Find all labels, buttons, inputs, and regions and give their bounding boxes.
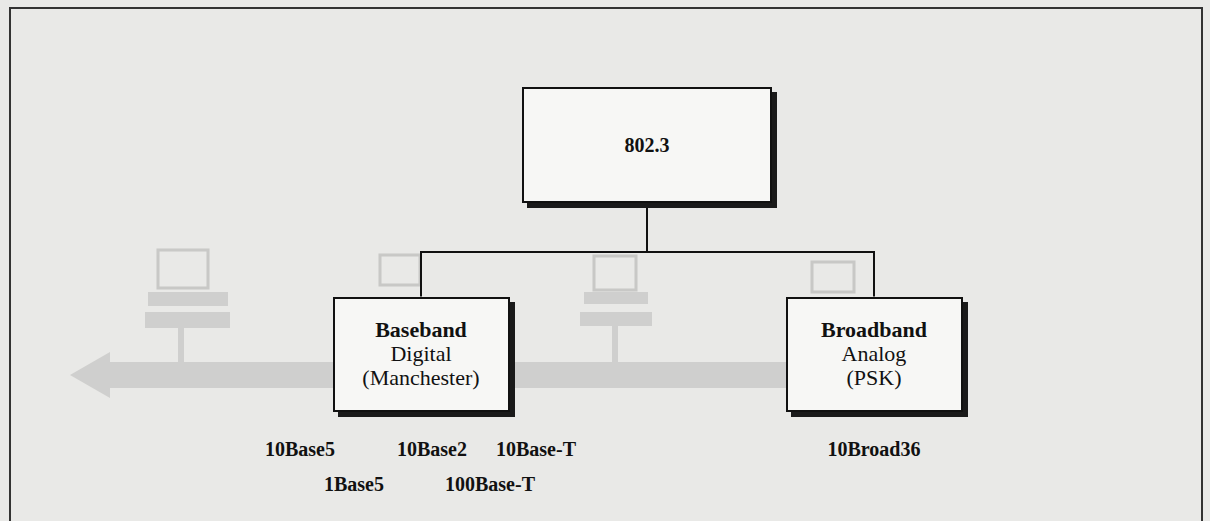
computer-icon	[145, 250, 230, 362]
page-frame	[10, 8, 1202, 521]
tree-connector	[421, 203, 647, 297]
standard-label: 1Base5	[324, 473, 384, 496]
connector-line	[647, 203, 874, 297]
category-box: BasebandDigital (Manchester)	[333, 297, 510, 412]
computer-icon	[380, 255, 420, 285]
computer-icon	[812, 262, 854, 292]
connector-line	[421, 203, 647, 297]
tree-connector	[647, 203, 874, 297]
category-box: BroadbandAnalog (PSK)	[786, 297, 963, 412]
box-heading: 802.3	[625, 134, 670, 157]
standard-label: 10Base5	[265, 438, 335, 461]
box-heading: Broadband	[821, 318, 927, 342]
standard-label: 10Base2	[397, 438, 467, 461]
root-box: 802.3	[522, 87, 772, 203]
standard-label: 100Base-T	[445, 473, 535, 496]
box-body: Digital (Manchester)	[362, 342, 479, 390]
box-heading: Baseband	[375, 318, 467, 342]
computer-icon	[580, 256, 652, 362]
standard-label: 10Broad36	[828, 438, 921, 461]
standard-label: 10Base-T	[496, 438, 576, 461]
box-body: Analog (PSK)	[842, 342, 907, 390]
